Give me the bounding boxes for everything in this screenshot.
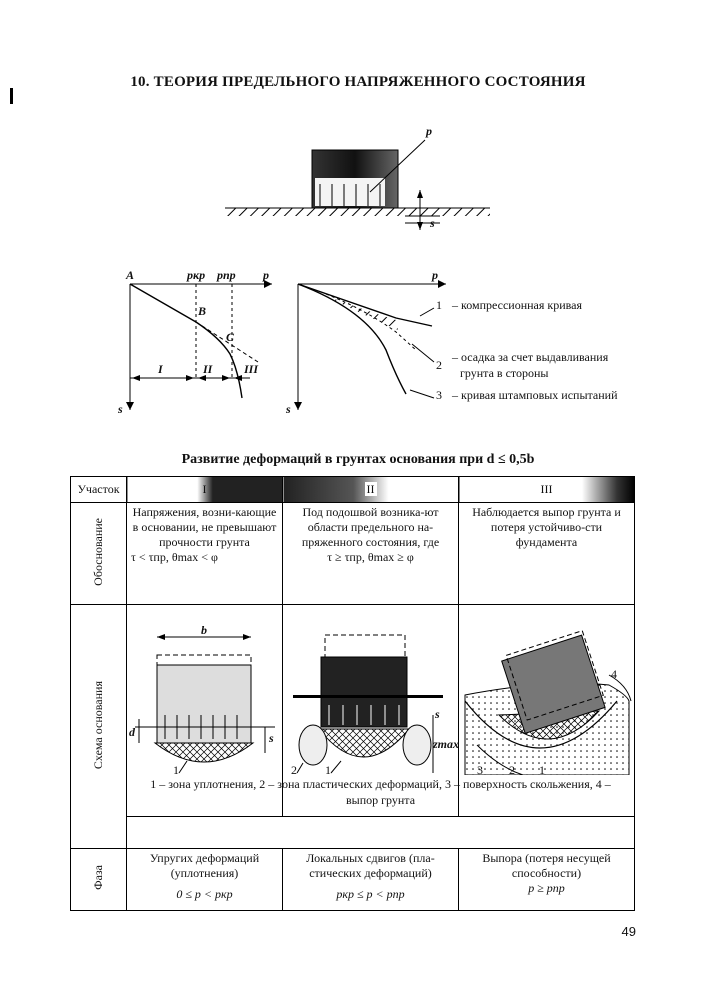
graph-right-p: p bbox=[432, 268, 438, 282]
phase-col-II: Локальных сдвигов (пла-стических деформа… bbox=[282, 848, 459, 912]
legend-text-1: – компрессионная кривая bbox=[452, 298, 583, 312]
scheme-figure-I bbox=[135, 634, 275, 774]
phase-col-III: Выпора (потеря несущей способности) p ≥ … bbox=[458, 848, 635, 912]
settlement-graph-right bbox=[294, 280, 446, 410]
graph-right-s: s bbox=[286, 402, 291, 416]
graph-left-zone-III: III bbox=[244, 362, 259, 376]
header-uchastok: Участок bbox=[70, 476, 127, 503]
graph-left-zone-I: I bbox=[158, 362, 163, 376]
graph-left-A: A bbox=[126, 268, 135, 282]
basis-col-II: Под подошвой возника-ют области предельн… bbox=[282, 502, 459, 605]
graph-left-C: C bbox=[226, 330, 235, 344]
margin-mark bbox=[10, 88, 13, 104]
row-label-scheme: Схема основания bbox=[70, 603, 127, 850]
top-foundation-figure bbox=[225, 139, 490, 230]
graph-left-pkr: pкр bbox=[187, 268, 206, 282]
row-label-phase: Фаза bbox=[70, 848, 127, 912]
legend-num-2: 2 bbox=[436, 358, 442, 372]
graph-left-ppr: pпр bbox=[217, 268, 236, 282]
header-col-I: I bbox=[126, 476, 283, 503]
scheme-caption: 1 – зона уплотнения, 2 – зона пластическ… bbox=[126, 776, 635, 810]
row-label-basis: Обоснование bbox=[70, 502, 127, 605]
legend-num-1: 1 bbox=[436, 298, 442, 312]
legend-text-2b: грунта в стороны bbox=[460, 366, 549, 380]
settlement-graph-left bbox=[126, 280, 272, 410]
legend-text-3: – кривая штамповых испытаний bbox=[452, 388, 618, 402]
graph-left-B: B bbox=[198, 304, 207, 318]
graph-left-s: s bbox=[118, 402, 123, 416]
graph-left-zone-II: II bbox=[203, 362, 213, 376]
top-s-label: s bbox=[430, 216, 435, 230]
basis-col-I: Напряжения, возни-кающие в основании, не… bbox=[126, 502, 283, 605]
graph-left-p: p bbox=[263, 268, 269, 282]
scheme-figure-III bbox=[464, 630, 632, 776]
deformation-table: Участок I II III Обоснование Напряжения,… bbox=[70, 476, 635, 912]
table-title: Развитие деформаций в грунтах основания … bbox=[181, 452, 535, 467]
legend-text-2: – осадка за счет выдавливания bbox=[452, 350, 609, 364]
phase-col-I: Упругих деформаций (уплотнения) 0 ≤ p < … bbox=[126, 848, 283, 912]
header-col-II: II bbox=[282, 476, 459, 503]
page-title: 10. ТЕОРИЯ ПРЕДЕЛЬНОГО НАПРЯЖЕННОГО СОСТ… bbox=[130, 74, 586, 90]
legend-num-3: 3 bbox=[436, 388, 442, 402]
basis-col-III: Наблюдается выпор грунта и потеря устойч… bbox=[458, 502, 635, 605]
scheme-figure-II bbox=[293, 634, 443, 774]
top-p-label: p bbox=[426, 124, 432, 138]
header-col-III: III bbox=[458, 476, 635, 503]
page-number: 49 bbox=[621, 924, 636, 939]
